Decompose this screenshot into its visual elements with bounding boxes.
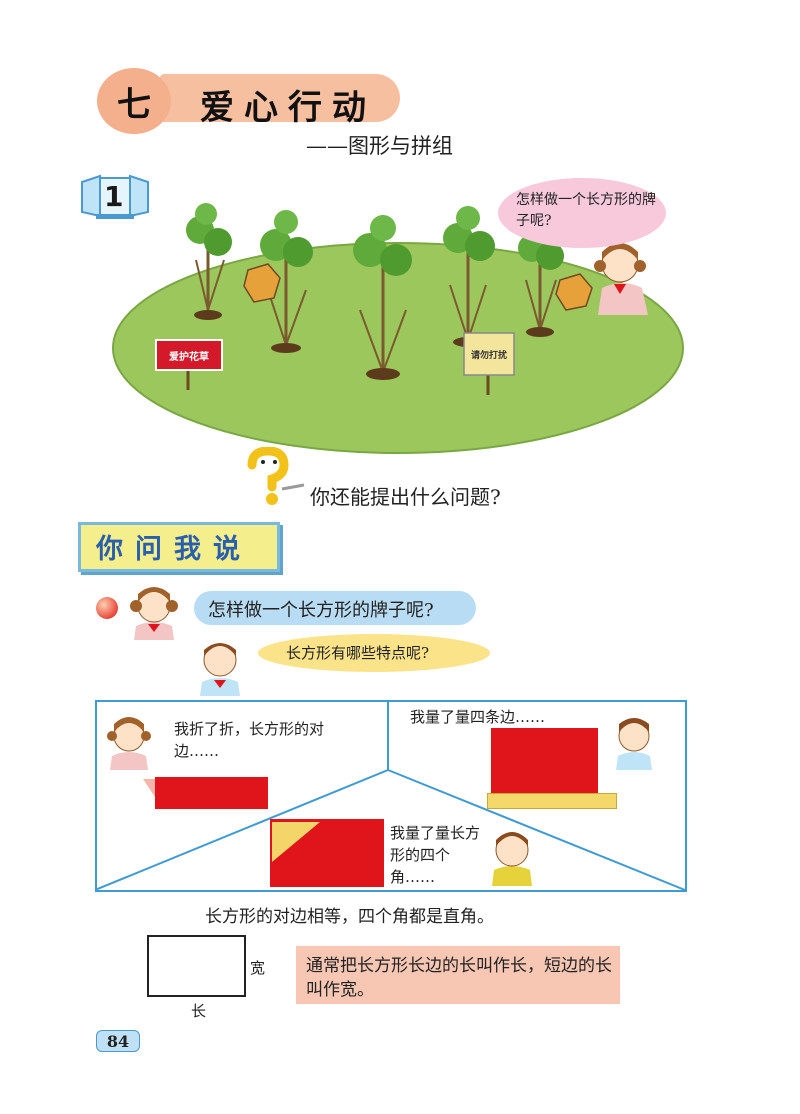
definition-text: 通常把长方形长边的长叫作长，短边的长叫作宽。 xyxy=(306,956,612,1000)
girl-icon xyxy=(594,243,648,315)
red-rectangle-folded xyxy=(155,777,268,809)
sign-icon: 请勿打扰 xyxy=(463,332,515,395)
panel-fold-text: 我折了折，长方形的对边…… xyxy=(174,720,325,760)
chapter-title: 爱心行动 xyxy=(200,88,376,128)
bullet-ball-icon xyxy=(96,597,118,619)
boy-speech-text: 长方形有哪些特点呢? xyxy=(286,644,430,662)
speech-bubble-text: 怎样做一个长方形的牌子呢? xyxy=(516,192,656,229)
panel-measure-sides-text: 我量了量四条边…… xyxy=(410,708,546,726)
length-label: 长 xyxy=(191,1002,207,1020)
section-banner-label: 你问我说 xyxy=(96,534,252,565)
question-mark-icon xyxy=(247,447,305,505)
speech-bubble xyxy=(258,634,490,672)
chapter-number: 七 xyxy=(97,68,171,134)
girl-icon xyxy=(130,587,178,640)
panel-measure-angles-text: 我量了量长方形的四个角…… xyxy=(390,824,481,886)
width-label: 宽 xyxy=(250,959,266,977)
ruler-icon xyxy=(487,793,617,809)
boy-icon xyxy=(616,718,652,770)
girl-speech-text: 怎样做一个长方形的牌子呢? xyxy=(208,600,434,621)
chapter-subtitle: ——图形与拼组 xyxy=(306,134,453,158)
speech-bubble xyxy=(498,178,666,248)
boy-icon xyxy=(492,832,532,886)
definition-box xyxy=(296,946,620,1004)
exploration-panel xyxy=(95,700,687,892)
sign-text: 请勿打扰 xyxy=(471,349,507,361)
boy-icon xyxy=(200,643,240,696)
tree-icon xyxy=(353,215,412,380)
sign-icon xyxy=(555,273,593,311)
girl-icon xyxy=(107,717,151,770)
sign-icon: 爱护花草 xyxy=(155,339,223,390)
tree-icon xyxy=(186,203,232,320)
rectangle-diagram xyxy=(147,935,246,997)
window-icon xyxy=(81,174,149,219)
chapter-title-bar xyxy=(160,74,400,122)
sign-text: 爱护花草 xyxy=(169,350,209,363)
speech-bubble xyxy=(194,591,476,625)
section-banner xyxy=(78,522,280,572)
page-number: 84 xyxy=(96,1030,140,1052)
park-lawn-illustration: 爱护花草 请勿打扰 xyxy=(112,203,684,454)
panel-dividers xyxy=(95,700,686,891)
sign-icon xyxy=(243,263,281,303)
red-rectangle xyxy=(491,728,598,794)
set-square-icon xyxy=(272,822,320,862)
conclusion-text: 长方形的对边相等，四个角都是直角。 xyxy=(205,907,494,927)
tree-icon xyxy=(260,210,313,353)
question-prompt: 你还能提出什么问题? xyxy=(310,485,501,509)
lesson-number: 1 xyxy=(104,180,124,213)
